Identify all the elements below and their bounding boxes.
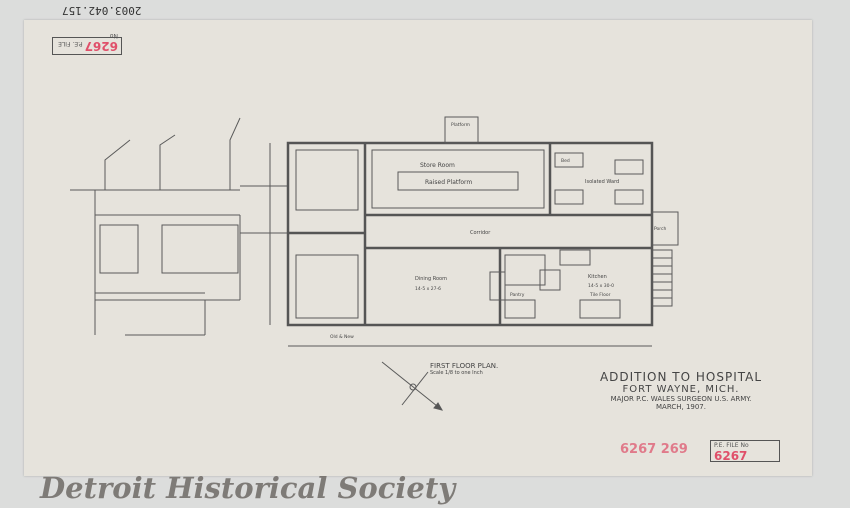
dimension-lines [95, 143, 652, 347]
stamp-number: 6267 [714, 449, 748, 463]
room-lower-left [295, 254, 359, 319]
porch [651, 211, 679, 246]
beds [554, 152, 644, 205]
label-dining-size: 14-5 x 27-6 [415, 286, 441, 292]
label-old-new: Old & New [330, 334, 354, 340]
label-bed: Bed [561, 158, 570, 164]
label-corridor: Corridor [470, 230, 491, 236]
label-dining-room: Dining Room [415, 276, 447, 282]
room-upper-left [295, 149, 359, 211]
store-room-shelving [371, 149, 545, 209]
label-porch: Porch [654, 226, 667, 232]
title-block: ADDITION TO HOSPITAL FORT WAYNE, MICH. M… [588, 370, 774, 411]
label-kitchen: Kitchen [588, 274, 607, 280]
title-line-2: FORT WAYNE, MICH. [622, 384, 740, 395]
plan-scale: Scale 1/8 to one Inch [430, 370, 483, 376]
label-tile-floor: Tile Floor [589, 292, 611, 298]
red-file-number: 6267 269 [620, 442, 688, 457]
plan-title-block: FIRST FLOOR PLAN. Scale 1/8 to one Inch [430, 362, 498, 376]
title-line-3: MAJOR P.C. WALES SURGEON U.S. ARMY. [610, 395, 752, 403]
stairs [651, 249, 673, 307]
label-raised-platform: Raised Platform [425, 179, 472, 186]
title-line-1: ADDITION TO HOSPITAL [599, 370, 763, 384]
platform [444, 116, 479, 144]
watermark: Detroit Historical Society [40, 471, 456, 505]
label-platform: Platform [451, 122, 470, 128]
title-line-4: MARCH, 1907. [656, 403, 706, 411]
plan-title: FIRST FLOOR PLAN. [430, 362, 499, 370]
label-store-room: Store Room [420, 162, 455, 169]
old-building [70, 117, 288, 336]
label-kitchen-size: 14-5 x 30-0 [588, 283, 614, 289]
label-pantry: Pantry [510, 292, 525, 298]
label-isolated-ward: Isolated Ward [585, 179, 619, 185]
room-labels: Store Room Raised Platform Isolated Ward… [330, 122, 667, 340]
north-arrow [381, 361, 444, 411]
pantry-fixtures [489, 249, 621, 319]
file-stamp-bottom: P.E. FILE No 6267 [710, 440, 780, 463]
raised-platform [397, 171, 519, 191]
stamp-label: P.E. FILE No [714, 442, 749, 449]
